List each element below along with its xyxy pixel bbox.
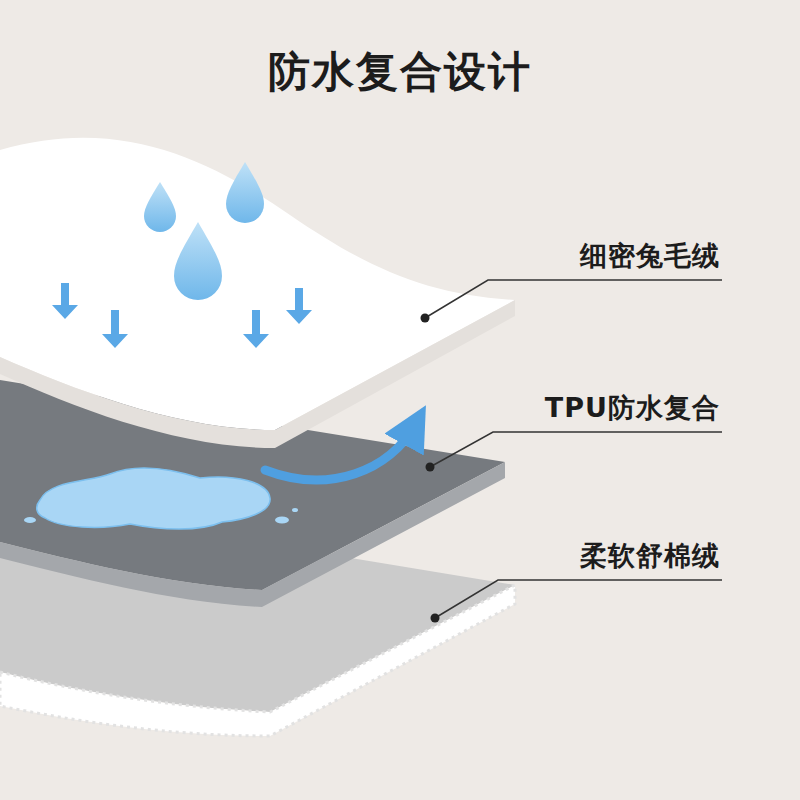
- diagram-title: 防水复合设计: [0, 44, 800, 100]
- water-drop: [144, 182, 176, 232]
- layer-label: 柔软舒棉绒: [580, 538, 720, 574]
- water-drop: [226, 162, 264, 223]
- water-puddle: [37, 468, 270, 529]
- layer-label: 细密兔毛绒: [580, 238, 720, 274]
- down-arrows: [52, 283, 312, 348]
- leader-dots: [421, 314, 440, 623]
- water-splash: [275, 517, 289, 524]
- water-splash: [24, 517, 36, 523]
- layer-label: TPU防水复合: [545, 390, 720, 426]
- cotton-fuzzy-edge: [0, 585, 515, 736]
- water-drop: [174, 222, 222, 300]
- plush-layer: [0, 138, 515, 430]
- plush-edge: [0, 300, 515, 448]
- water-splash: [292, 508, 298, 512]
- tpu-edge: [0, 462, 505, 607]
- leader-lines: [425, 280, 722, 618]
